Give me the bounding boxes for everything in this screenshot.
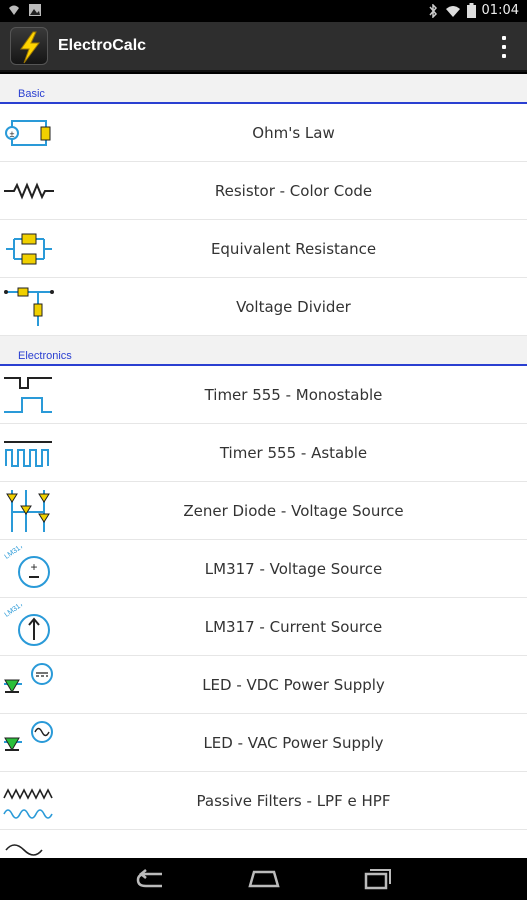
ohms-law-icon: ± [5,120,51,146]
list-item-label: LED - VAC Power Supply [203,734,384,752]
bluetooth-off-icon [428,3,437,18]
equivalent-resistance-icon [6,233,52,265]
list-item-label: Timer 555 - Monostable [204,386,383,404]
wifi-signal-icon [445,5,460,17]
resistor-icon [4,182,54,200]
list-item-resistor-color-code[interactable]: Resistor - Color Code [0,162,527,220]
home-button-icon[interactable] [244,866,284,892]
list-item-label: Ohm's Law [252,124,335,142]
list-item-equivalent-resistance[interactable]: Equivalent Resistance [0,220,527,278]
list-item-label: Zener Diode - Voltage Source [183,502,404,520]
calculator-list: Basic ± Ohm's Law Resistor - Color Code … [0,74,527,858]
list-item-label: LM317 - Voltage Source [204,560,383,578]
list-item-label: Resistor - Color Code [214,182,373,200]
image-notification-icon [29,4,41,16]
partial-row-icon [5,844,43,856]
navigation-bar [0,858,527,900]
svg-text:+: + [30,560,37,574]
lm317-label: LM317 [3,604,25,619]
status-time: 01:04 [481,3,519,18]
action-bar: ElectroCalc [0,22,527,72]
passive-filter-icon [3,788,53,819]
list-item-label: Passive Filters - LPF e HPF [196,792,391,810]
battery-icon [466,3,476,18]
recent-apps-button-icon[interactable] [356,866,396,892]
list-item-label: LED - VDC Power Supply [202,676,385,694]
lm317-voltage-icon: LM317 + [3,546,50,588]
lm317-current-icon: LM317 [3,604,50,646]
status-bar: 01:04 [0,0,527,22]
list-item-ohms-law[interactable]: ± Ohm's Law [0,104,527,162]
svg-text:±: ± [10,129,15,139]
led-vac-icon [4,721,53,751]
list-item-timer-555-astable[interactable]: Timer 555 - Astable [0,424,527,482]
list-item-label: Voltage Divider [236,298,351,316]
overflow-menu-button[interactable] [501,36,507,58]
list-item-lm317-current-source[interactable]: LM317 LM317 - Current Source [0,598,527,656]
astable-square-wave-icon [4,441,52,467]
list-item-label: Equivalent Resistance [210,240,377,258]
list-item-passive-filters[interactable]: Passive Filters - LPF e HPF [0,772,527,830]
list-item-voltage-divider[interactable]: Voltage Divider [0,278,527,336]
list-item-partial[interactable] [0,830,527,858]
section-header-electronics: Electronics [0,336,527,366]
back-button-icon[interactable] [132,866,172,892]
zener-diode-icon [6,490,50,532]
app-logo[interactable] [10,27,48,65]
list-item-zener-diode[interactable]: Zener Diode - Voltage Source [0,482,527,540]
list-item-led-vdc[interactable]: LED - VDC Power Supply [0,656,527,714]
section-header-basic: Basic [0,74,527,104]
wifi-notification-icon [9,5,19,15]
list-item-label: LM317 - Current Source [204,618,383,636]
list-item-timer-555-monostable[interactable]: Timer 555 - Monostable [0,366,527,424]
list-item-lm317-voltage-source[interactable]: LM317 + LM317 - Voltage Source [0,540,527,598]
monostable-pulse-icon [4,377,52,413]
list-item-led-vac[interactable]: LED - VAC Power Supply [0,714,527,772]
lightning-bolt-icon [20,31,40,64]
lm317-label: LM317 [3,546,25,561]
voltage-divider-icon [4,287,54,326]
led-vdc-icon [4,663,53,693]
list-item-label: Timer 555 - Astable [219,444,368,462]
app-title: ElectroCalc [58,37,147,54]
